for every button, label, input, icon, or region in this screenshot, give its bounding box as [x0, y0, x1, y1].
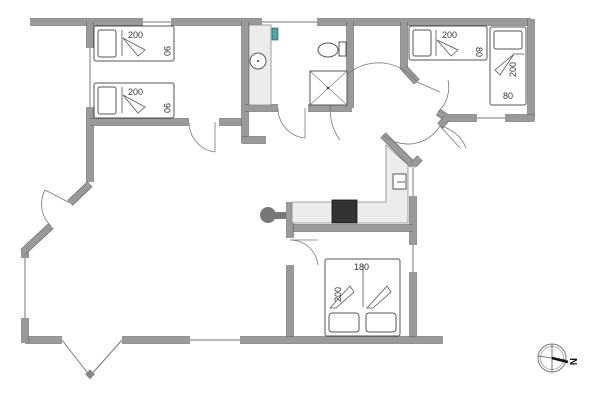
- svg-text:200: 200: [128, 30, 143, 40]
- svg-text:80: 80: [474, 47, 484, 57]
- svg-text:200: 200: [128, 87, 143, 97]
- fireplace-icon: [260, 207, 276, 223]
- svg-text:N: N: [567, 358, 578, 365]
- toilet-icon: [317, 42, 339, 58]
- bedroom-3: 180 200: [324, 258, 401, 337]
- windows: [24, 21, 505, 380]
- kitchen-sink-icon: [392, 173, 407, 190]
- bed: 200 90: [93, 25, 175, 62]
- svg-text:80: 80: [503, 91, 513, 101]
- compass-icon: N: [537, 343, 578, 373]
- bedroom-1: 200 90 200 90: [93, 25, 175, 119]
- bathroom: [248, 24, 348, 106]
- svg-text:200: 200: [442, 30, 457, 40]
- bed: 200 80: [489, 26, 527, 106]
- kitchen: [260, 144, 409, 224]
- svg-text:180: 180: [354, 262, 369, 272]
- svg-text:200: 200: [508, 62, 518, 77]
- stove-icon: [331, 199, 358, 224]
- bed: 200 90: [93, 82, 175, 119]
- doors: [41, 62, 467, 266]
- bedroom-2: 200 80 200 80: [408, 25, 527, 106]
- svg-text:90: 90: [162, 46, 172, 56]
- water-heater-icon: [271, 27, 279, 41]
- bed: 200 80: [408, 25, 488, 61]
- walls: [20, 18, 535, 344]
- svg-text:200: 200: [333, 287, 343, 302]
- svg-text:90: 90: [162, 103, 172, 113]
